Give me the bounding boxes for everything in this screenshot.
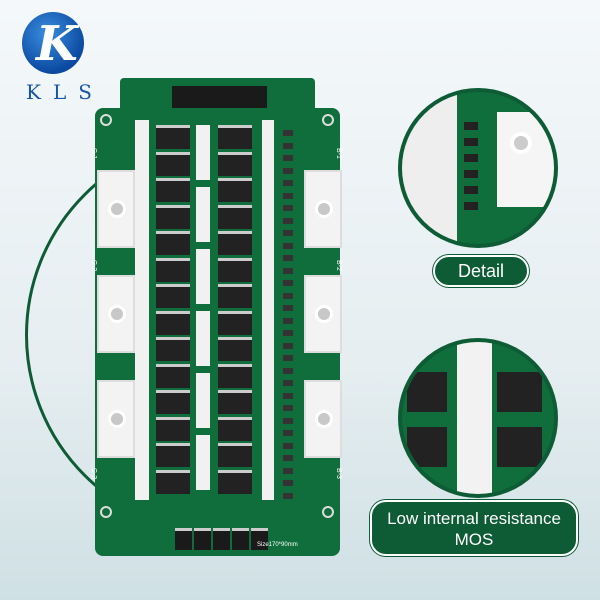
terminal-pad xyxy=(97,380,135,458)
smd-component xyxy=(283,405,293,411)
smd-component xyxy=(283,167,293,174)
mosfet xyxy=(251,528,268,550)
detail-label: Detail xyxy=(433,255,529,287)
mosfet xyxy=(213,528,230,550)
mosfet xyxy=(218,337,252,361)
mosfet xyxy=(156,151,190,176)
mounting-hole xyxy=(322,114,334,126)
mosfet xyxy=(218,443,252,467)
smd-component xyxy=(283,130,293,136)
mosfet xyxy=(218,310,252,335)
mosfet xyxy=(232,528,249,550)
mosfet xyxy=(156,284,190,308)
logo-letter: K xyxy=(36,16,78,72)
smd-component xyxy=(283,155,293,161)
terminal-pad xyxy=(304,380,342,458)
mosfet xyxy=(218,469,252,494)
label-c1: C-1 xyxy=(90,147,98,160)
mounting-hole xyxy=(100,114,112,126)
mosfet xyxy=(156,257,190,282)
smd-component xyxy=(283,330,293,336)
terminal-pad xyxy=(304,275,342,353)
mosfet xyxy=(218,204,252,229)
resistor-strip xyxy=(135,120,149,500)
resistor-strip xyxy=(196,125,210,490)
smd-component xyxy=(283,355,293,361)
mosfet xyxy=(218,231,252,255)
smd-component xyxy=(283,205,293,211)
terminal-pad xyxy=(304,170,342,248)
size-text: Size170*90mm xyxy=(257,542,298,548)
mos-label-line2: MOS xyxy=(454,530,494,549)
smd-component xyxy=(283,230,293,236)
smd-component xyxy=(283,442,293,449)
smd-component xyxy=(283,280,293,286)
mosfet xyxy=(156,178,190,202)
mosfet xyxy=(156,231,190,255)
mosfet xyxy=(218,125,252,149)
label-b2: B-2 xyxy=(334,260,342,271)
mounting-hole xyxy=(322,506,334,518)
mosfet xyxy=(156,469,190,494)
mosfet xyxy=(194,528,211,550)
mos-label-line1: Low internal resistance xyxy=(387,509,561,528)
smd-component xyxy=(283,367,293,374)
smd-component xyxy=(283,242,293,249)
mounting-hole xyxy=(100,506,112,518)
mosfet xyxy=(218,363,252,388)
resistor-strip xyxy=(262,120,274,500)
smd-component xyxy=(283,492,293,499)
label-c3: C-3 xyxy=(90,467,98,480)
smd-component xyxy=(283,380,293,386)
terminal-pad xyxy=(97,275,135,353)
mosfet xyxy=(156,363,190,388)
smd-component xyxy=(283,292,293,299)
mosfet xyxy=(218,151,252,176)
smd-component xyxy=(283,392,293,399)
smd-component xyxy=(283,342,293,349)
mosfet xyxy=(218,178,252,202)
mosfet xyxy=(156,416,190,441)
mosfet xyxy=(156,125,190,149)
smd-component xyxy=(283,217,293,224)
smd-component xyxy=(283,417,293,424)
smd-component xyxy=(283,480,293,486)
smd-component xyxy=(283,267,293,274)
smd-component xyxy=(283,430,293,436)
mosfet xyxy=(175,528,192,550)
smd-component xyxy=(283,317,293,324)
mos-label: Low internal resistance MOS xyxy=(370,500,578,556)
label-b1: B-1 xyxy=(334,148,342,159)
mosfet xyxy=(156,204,190,229)
mos-zoom-circle xyxy=(398,338,558,498)
smd-component xyxy=(283,192,293,199)
smd-component xyxy=(283,467,293,474)
smd-component xyxy=(283,180,293,186)
smd-component xyxy=(283,455,293,461)
brand-name: KLS xyxy=(26,80,104,104)
mosfet xyxy=(156,443,190,467)
brand-logo: K xyxy=(22,12,84,74)
mosfet xyxy=(218,284,252,308)
mosfet xyxy=(156,390,190,414)
mosfet xyxy=(156,337,190,361)
pin-header xyxy=(172,86,267,108)
mosfet xyxy=(218,390,252,414)
label-c2: C-2 xyxy=(90,259,98,272)
smd-component xyxy=(283,305,293,311)
mosfet xyxy=(218,257,252,282)
label-b3: B-3 xyxy=(334,468,342,479)
smd-component xyxy=(283,255,293,261)
mosfet xyxy=(218,416,252,441)
smd-component xyxy=(283,142,293,149)
terminal-pad xyxy=(97,170,135,248)
mosfet xyxy=(156,310,190,335)
detail-zoom-circle xyxy=(398,88,558,248)
